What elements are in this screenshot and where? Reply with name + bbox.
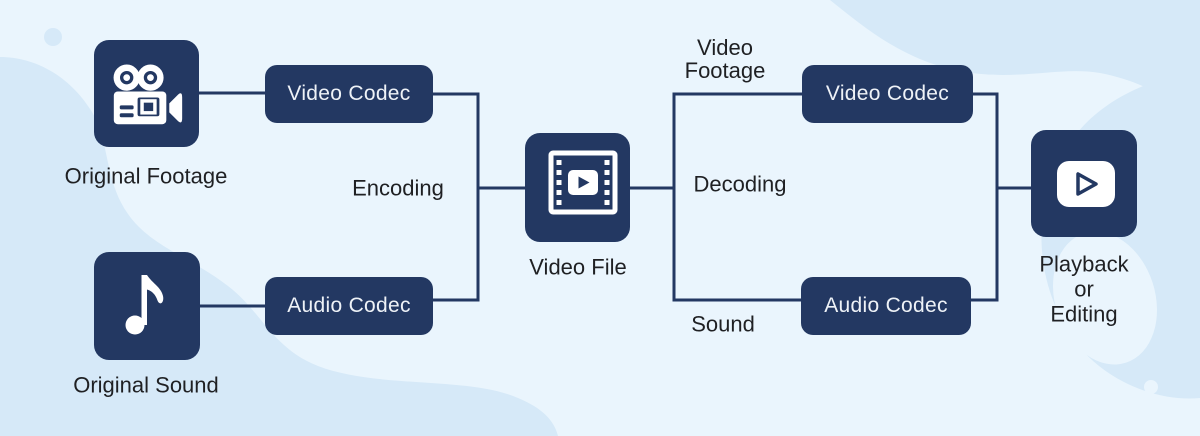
connector-encode-merge (433, 92, 480, 302)
encode-video-codec-box: Video Codec (265, 65, 433, 123)
node-original-sound (94, 252, 200, 360)
video-camera-icon (113, 64, 183, 125)
video-footage-label: Video Footage (685, 36, 766, 82)
background-blob (44, 28, 62, 46)
original-footage-caption: Original Footage (64, 163, 228, 189)
node-playback (1031, 130, 1137, 237)
codec-box-label: Audio Codec (824, 294, 948, 317)
video-footage-label-line: Footage (684, 58, 766, 83)
video-file-caption: Video File (529, 254, 627, 280)
playback-caption-line: Playback (1039, 251, 1129, 277)
encode-audio-codec-box: Audio Codec (265, 277, 433, 335)
connector-decode-merge (971, 92, 999, 302)
codec-box-label: Video Codec (825, 82, 950, 105)
music-note-icon (125, 275, 164, 335)
decode-audio-codec-box: Audio Codec (801, 277, 971, 335)
decoding-label: Decoding (693, 171, 787, 197)
video-footage-label-line: Video (697, 35, 753, 60)
sound-label: Sound (691, 311, 755, 337)
connector-decode-split (672, 92, 802, 302)
encoding-label: Encoding (352, 175, 444, 201)
film-play-icon (548, 150, 618, 215)
original-sound-caption: Original Sound (73, 372, 219, 398)
background-blob (830, 0, 1200, 112)
node-video-file (525, 133, 630, 242)
play-button-icon (1057, 161, 1115, 207)
playback-caption-line: or (1074, 276, 1094, 302)
codec-box-label: Video Codec (287, 82, 411, 105)
background-blob (1053, 231, 1157, 365)
node-original-footage (94, 40, 199, 147)
background-blob (1144, 380, 1158, 394)
playback-caption-line: Editing (1050, 301, 1118, 327)
decode-video-codec-box: Video Codec (802, 65, 973, 123)
codec-box-label: Audio Codec (287, 294, 411, 317)
playback-caption: Playback or Editing (1039, 252, 1128, 327)
